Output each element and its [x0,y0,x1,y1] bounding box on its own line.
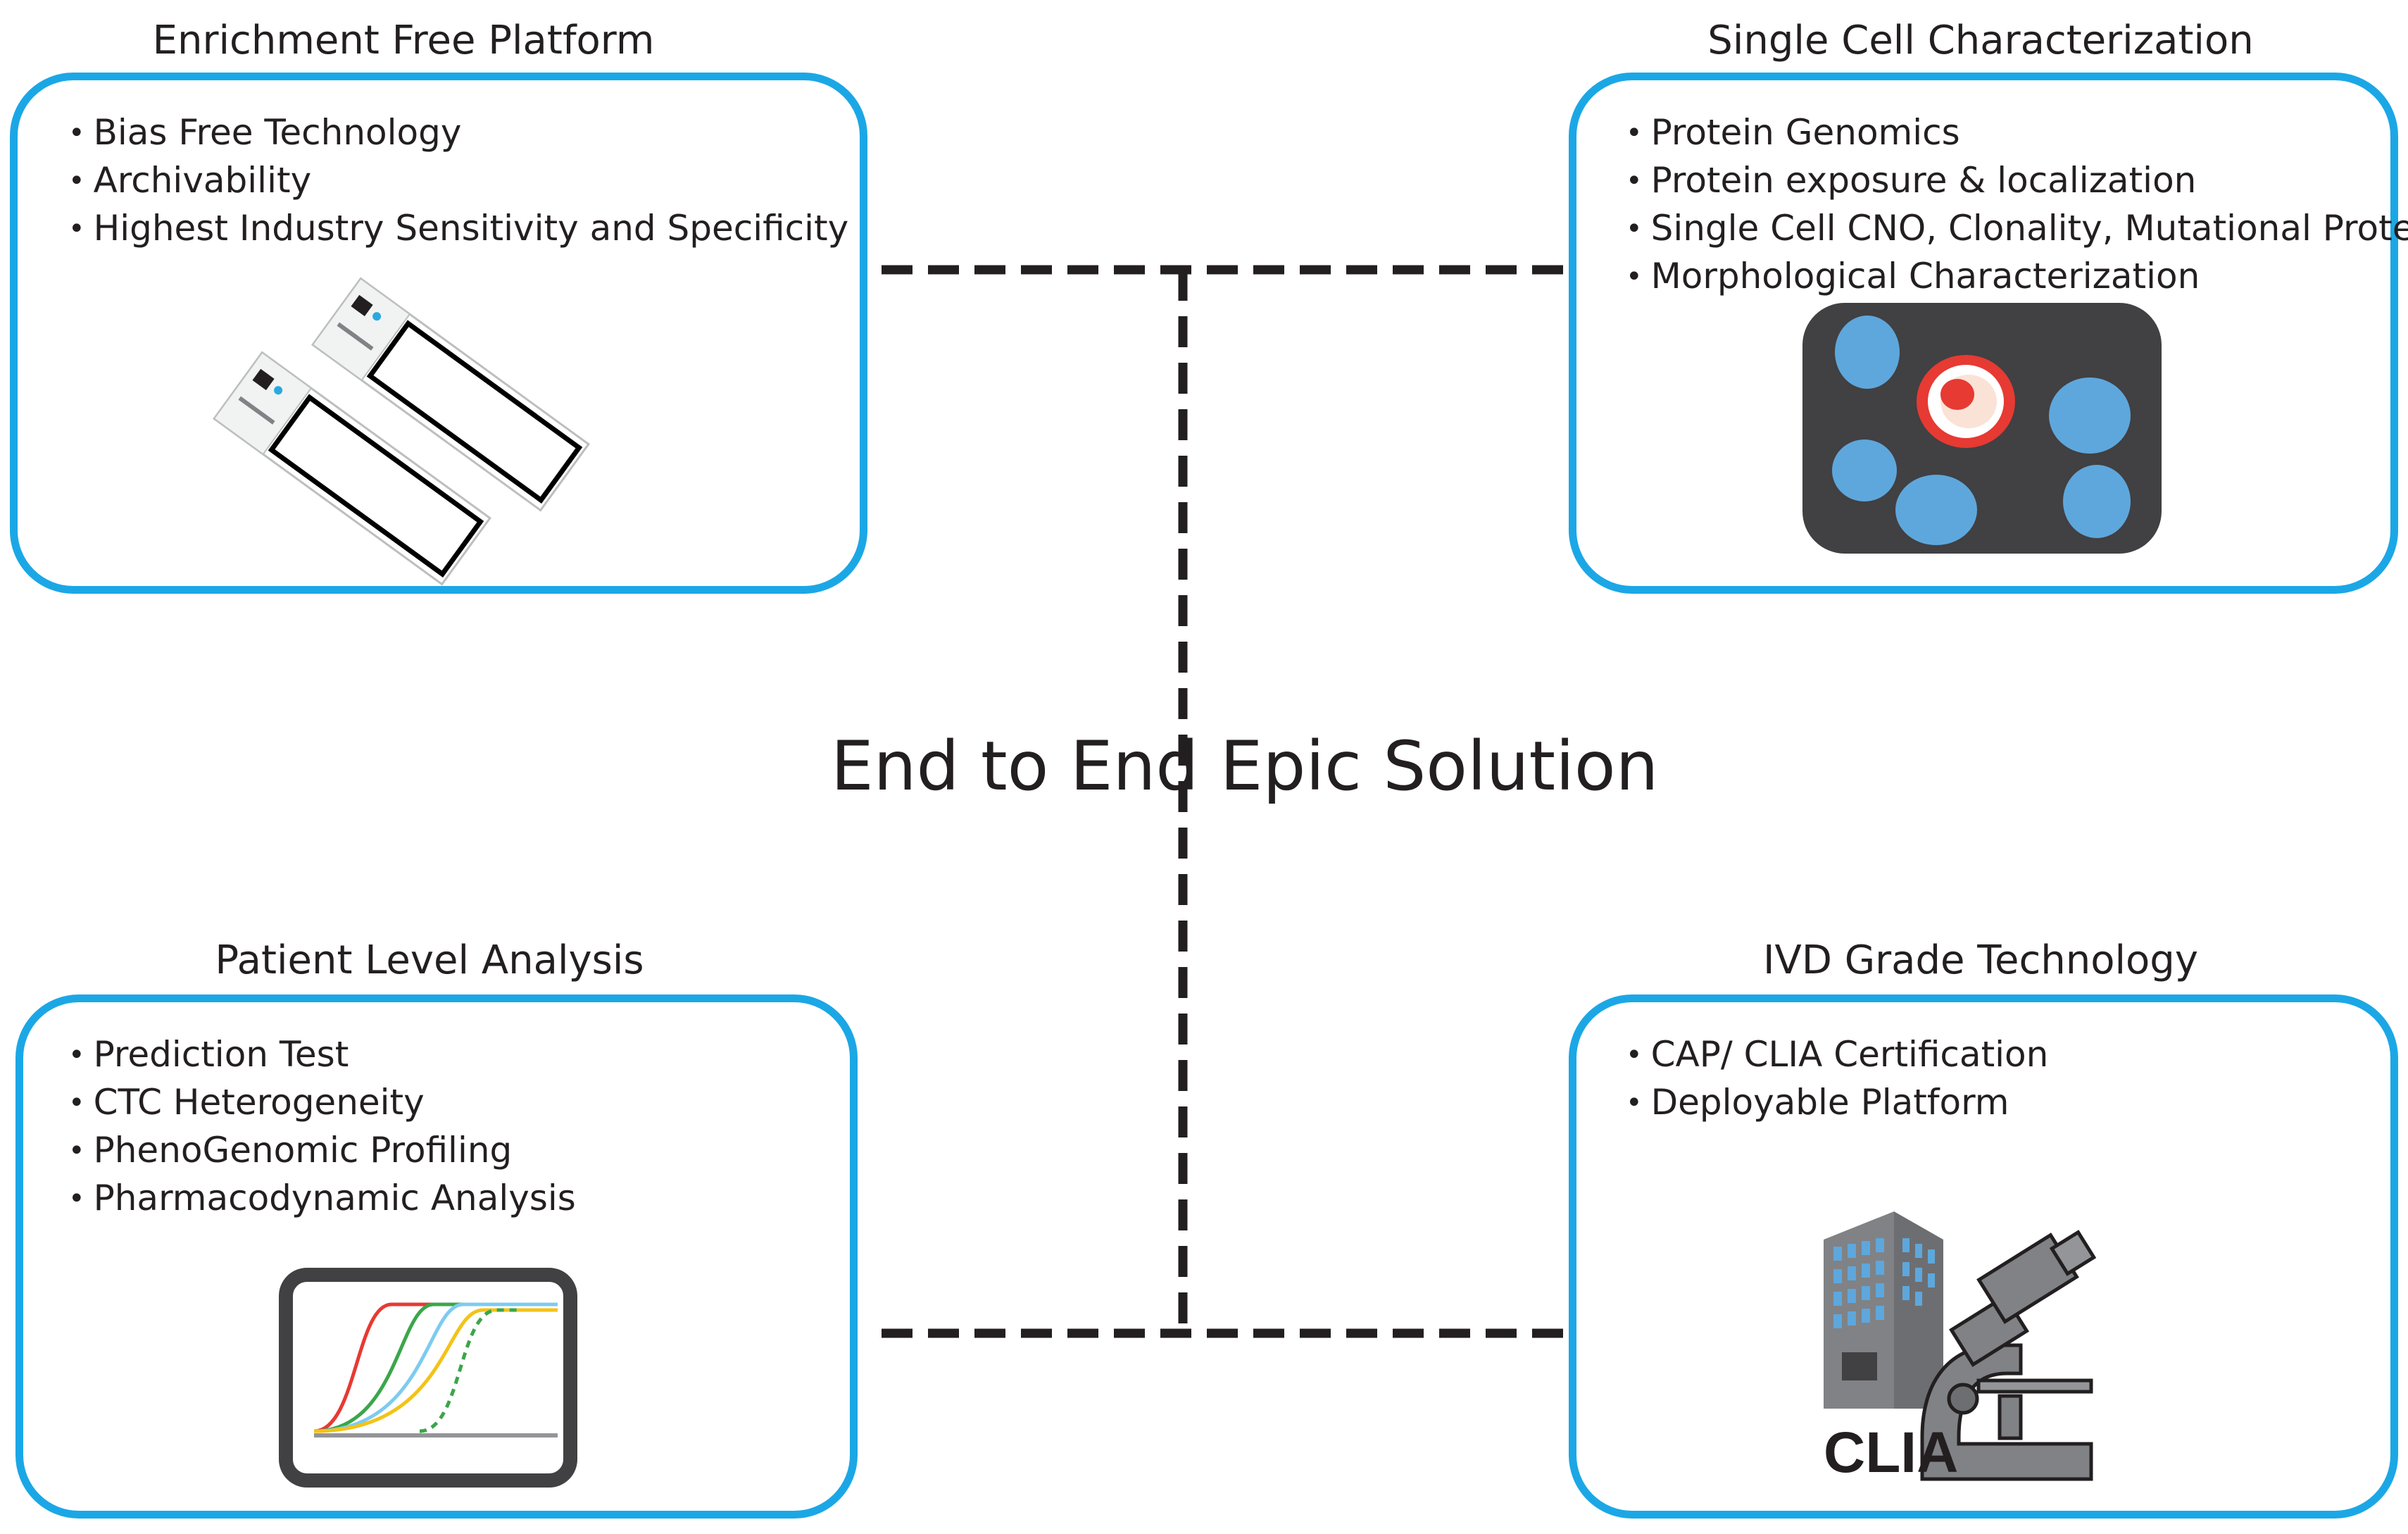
patient-bullet-list: Prediction Test CTC Heterogeneity PhenoG… [68,1032,576,1223]
list-item: Single Cell CNO, Clonality, Mutational P… [1626,206,2408,254]
list-item: Protein Genomics [1626,110,2408,158]
list-item: Prediction Test [68,1032,576,1080]
list-item: Morphological Characterization [1626,254,2408,301]
list-item: Bias Free Technology [68,110,848,158]
microscope-icon [1920,1230,2097,1481]
glass-slides-icon [213,277,590,586]
single-cell-panel-title: Single Cell Characterization [1707,18,2254,63]
list-item: Highest Industry Sensitivity and Specifi… [68,206,849,254]
list-item: Protein exposure & localization [1626,158,2408,206]
patient-panel: Prediction Test CTC Heterogeneity PhenoG… [15,994,858,1519]
sigmoid-curves-chart-icon [279,1268,577,1488]
ivd-panel: CAP/ CLIA Certification Deployable Platf… [1569,994,2398,1519]
enrichment-bullet-list: Bias Free Technology Archivability Highe… [68,110,849,254]
building-icon [1824,1211,1943,1409]
clia-lab-microscope-icon: CLIA [1824,1211,2097,1485]
cell-image-icon [1802,303,2162,554]
patient-panel-title: Patient Level Analysis [215,937,644,983]
list-item: Archivability [68,158,848,206]
list-item: CAP/ CLIA Certification [1626,1032,2049,1080]
list-item: PhenoGenomic Profiling [68,1128,576,1176]
ivd-bullet-list: CAP/ CLIA Certification Deployable Platf… [1626,1032,2049,1128]
single-cell-bullet-list: Protein Genomics Protein exposure & loca… [1626,110,2408,301]
list-item: Pharmacodynamic Analysis [68,1176,576,1223]
ivd-panel-title: IVD Grade Technology [1763,937,2198,983]
list-item: CTC Heterogeneity [68,1080,576,1128]
list-item: Deployable Platform [1626,1080,2048,1128]
enrichment-panel-title: Enrichment Free Platform [152,18,655,63]
clia-label: CLIA [1824,1421,1958,1485]
center-title: End to End Epic Solution [831,727,1659,806]
